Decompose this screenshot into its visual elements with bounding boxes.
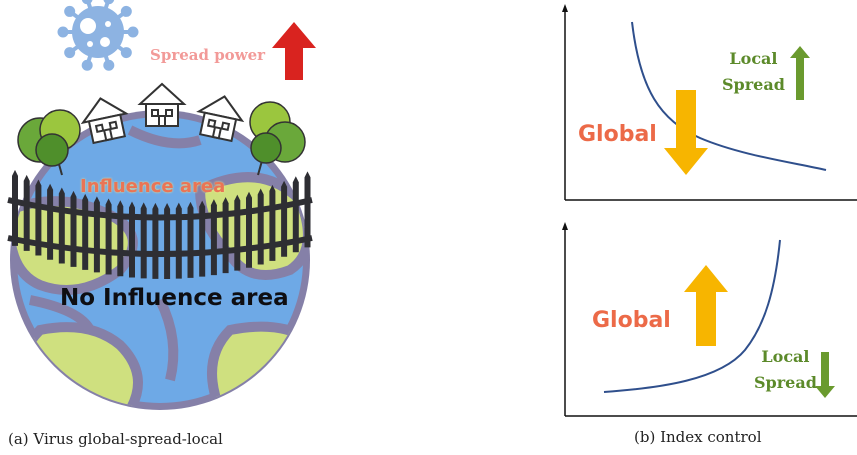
fence-picket [105,198,112,275]
virus-spike-tip [103,0,115,5]
virus-spike-tip [64,5,76,17]
local-up-arrow-icon [790,46,810,100]
bottom-plot [562,222,857,417]
tree-icon [249,101,306,176]
spread-label: Spread [722,75,785,94]
top-local-spread-label: Local Spread [722,46,785,98]
fence-icon [7,169,313,279]
fence-picket [269,184,276,261]
virus-spike-tip [120,5,132,17]
fence-picket [246,191,252,268]
fence-picket [234,194,241,271]
virus-icon [57,0,139,71]
virus-spike-tip [127,26,139,38]
bottom-local-spread-label: Local Spread [754,344,817,396]
local-label: Local [729,49,778,68]
fence-picket [210,199,217,276]
fence-picket [82,193,89,270]
house-icon [80,82,245,145]
virus-spike-tip [81,59,93,71]
caption-a: (a) Virus global-spread-local [8,430,223,448]
tree-icon [17,109,81,176]
fence-picket [70,190,77,267]
decreasing-curve [631,21,827,171]
fence-picket [35,179,42,256]
fence-picket [58,187,65,264]
fence-picket [292,176,299,253]
fence-picket [175,202,182,279]
fence-picket [129,201,135,278]
virus-spike-tip [57,26,69,38]
local-down-arrow-icon [815,352,835,398]
no-influence-area-label: No Influence area [60,285,289,311]
virus-spike-tip [120,47,132,59]
virus-spike-tip [81,0,93,5]
top-global-label: Global [578,122,657,147]
fence-picket [187,201,194,278]
local-label: Local [761,347,810,366]
influence-area-label: Influence area [80,176,226,197]
fence-picket [222,197,229,274]
fence-picket [140,202,147,279]
top-plot [562,4,857,201]
spread-label: Spread [754,373,817,392]
fence-picket [164,202,171,279]
spread-arrow-icon [272,22,316,80]
global-down-arrow-icon [664,90,708,175]
fence-picket [12,169,18,246]
increasing-curve [603,239,781,393]
fence-picket [152,202,159,279]
fence-picket [281,180,288,257]
fence-picket [23,174,30,251]
fence-picket [199,200,206,277]
fence-picket [304,171,311,248]
caption-b: (b) Index control [634,428,762,446]
fence-picket [117,200,124,277]
spread-power-label: Spread power [150,46,266,64]
fence-picket [47,183,54,260]
bottom-global-label: Global [592,308,671,333]
fence-picket [93,196,100,273]
virus-spike-tip [64,47,76,59]
virus-spike-tip [103,59,115,71]
global-up-arrow-icon [684,265,728,346]
fence-picket [257,188,264,265]
